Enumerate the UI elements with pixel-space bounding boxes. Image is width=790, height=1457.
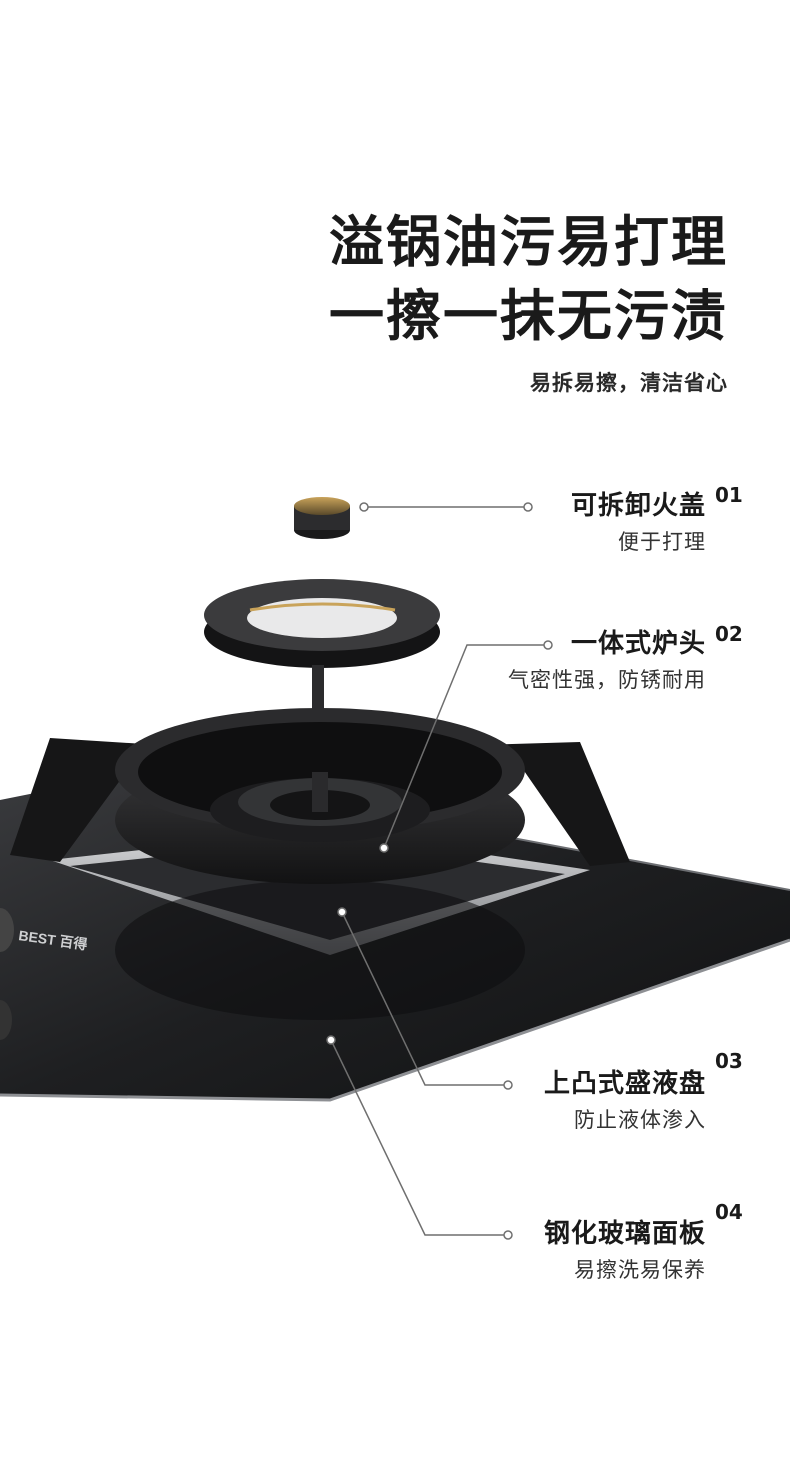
feature-4-title: 钢化玻璃面板 — [543, 1219, 706, 1249]
feature-3-number: 03 — [715, 1049, 743, 1073]
headline-block: 溢锅油污易打理 一擦一抹无污渍 易拆易擦，清洁省心 — [329, 205, 728, 397]
feature-1: 可拆卸火盖 便于打理 — [571, 488, 706, 558]
feature-2: 一体式炉头 气密性强，防锈耐用 — [508, 626, 706, 696]
feature-4-desc: 易擦洗易保养 — [574, 1258, 706, 1282]
burner-ring — [115, 708, 525, 884]
feature-2-title: 一体式炉头 — [570, 629, 706, 659]
burner-cap — [294, 497, 350, 539]
knob-left-bottom — [0, 1000, 12, 1040]
headline-line-1: 溢锅油污易打理 — [328, 210, 728, 274]
feature-3-desc: 防止液体渗入 — [574, 1108, 706, 1132]
feature-1-title: 可拆卸火盖 — [570, 491, 706, 521]
headline-line-2: 一擦一抹无污渍 — [328, 284, 728, 348]
feature-1-number: 01 — [715, 483, 743, 507]
callout-lines — [330, 506, 548, 1236]
burner-reflection — [115, 880, 525, 1020]
feature-2-desc: 气密性强，防锈耐用 — [508, 668, 706, 692]
knob-left-top — [0, 908, 14, 952]
feature-4-number: 04 — [715, 1200, 743, 1224]
feature-1-desc: 便于打理 — [618, 530, 706, 554]
feature-3: 上凸式盛液盘 防止液体渗入 — [544, 1066, 706, 1136]
flame-distributor — [204, 579, 440, 713]
headline-subtitle: 易拆易擦，清洁省心 — [530, 371, 728, 395]
feature-2-number: 02 — [715, 622, 743, 646]
callout-dots — [326, 502, 553, 1240]
feature-4: 钢化玻璃面板 易擦洗易保养 — [544, 1216, 706, 1286]
feature-3-title: 上凸式盛液盘 — [543, 1069, 706, 1099]
